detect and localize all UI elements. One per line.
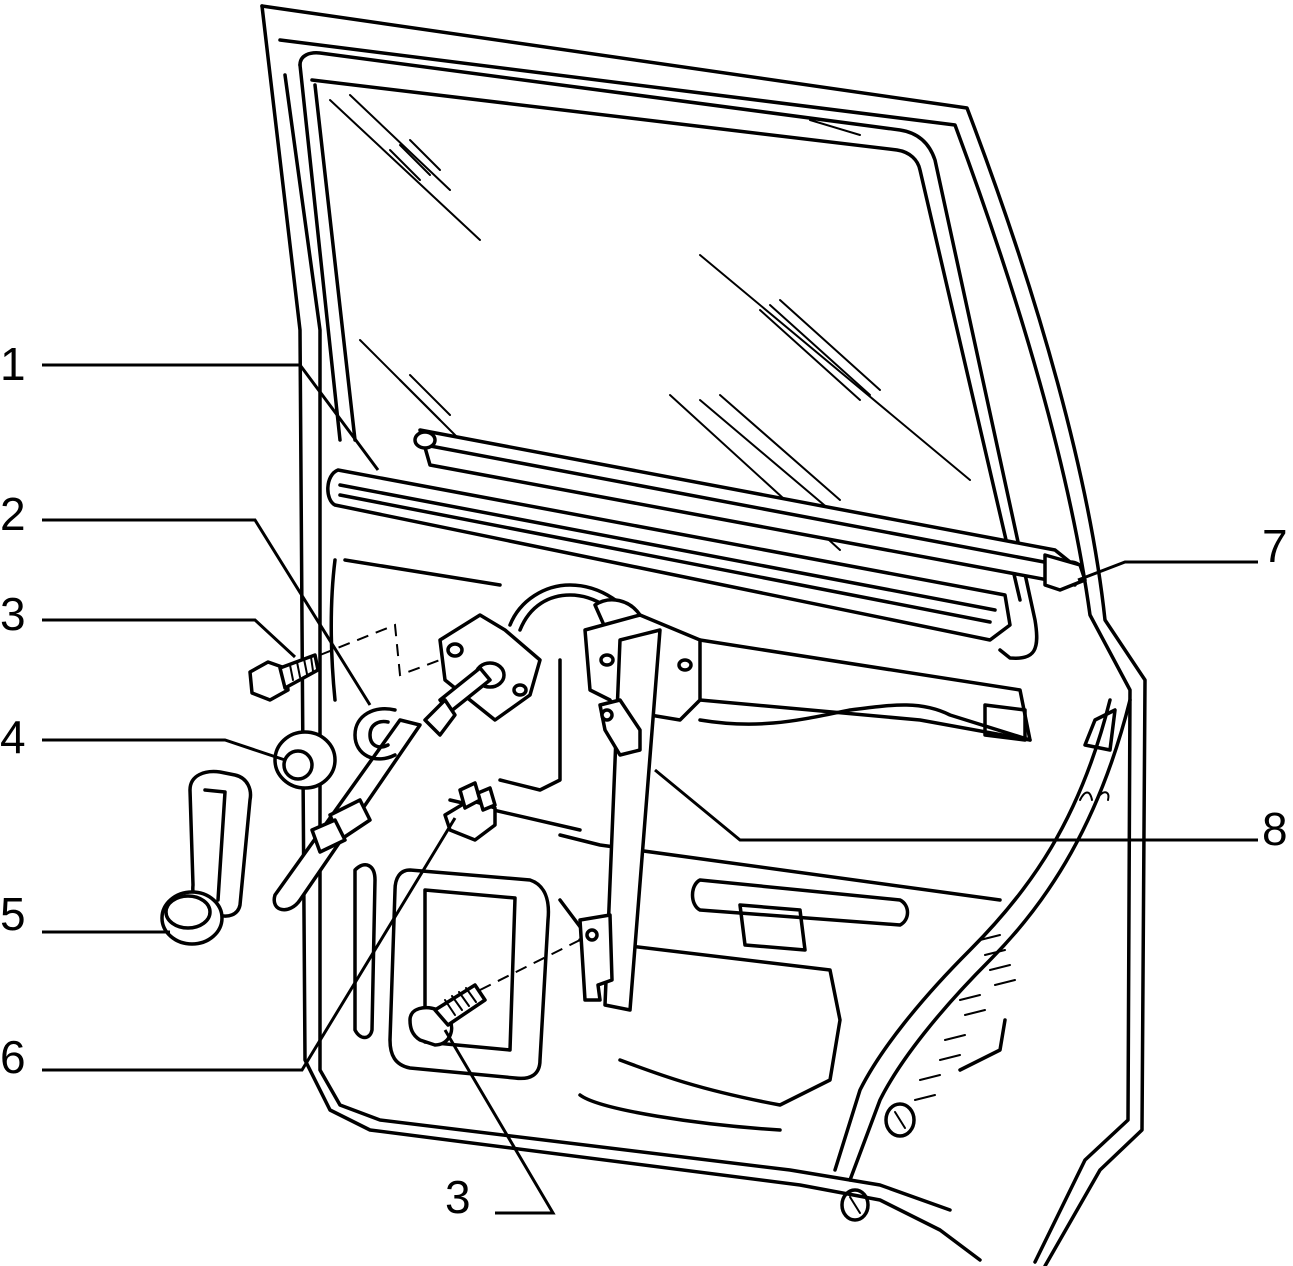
callout-1: 1	[0, 338, 26, 390]
callout-2: 2	[0, 488, 26, 540]
assembly-lines	[319, 623, 581, 991]
leader-1	[42, 363, 380, 471]
regulator-gear-housing	[272, 613, 542, 912]
rail-stop-part-7	[1043, 553, 1087, 592]
leader-2	[42, 518, 372, 706]
callout-3-top: 3	[0, 588, 26, 640]
bolt-part-3-top	[248, 653, 320, 702]
leader-7	[1077, 560, 1258, 582]
regulator-mechanism-part-8	[508, 583, 702, 1012]
callout-6: 6	[0, 1031, 26, 1083]
clip-part-2	[353, 707, 397, 761]
bolt-part-3-bottom	[408, 983, 487, 1047]
callout-4: 4	[0, 711, 26, 763]
leader-3-top	[42, 618, 297, 659]
leader-3-bottom	[443, 1029, 556, 1215]
callout-8: 8	[1262, 803, 1288, 855]
escutcheon-part-4	[273, 730, 337, 790]
window-rail-part-1	[326, 428, 1084, 642]
leader-6	[42, 817, 457, 1072]
callout-7: 7	[1262, 520, 1288, 572]
leader-8	[654, 768, 1258, 842]
door-frame	[260, 4, 1147, 1266]
leader-4	[42, 738, 286, 762]
callout-5: 5	[0, 888, 26, 940]
crank-handle-part-5	[160, 769, 253, 946]
leader-lines	[42, 363, 1258, 1215]
callout-labels: 1 2 3 4 5 6 3 7 8	[0, 338, 1288, 1223]
callout-3-bottom: 3	[445, 1171, 471, 1223]
cable-clip-part-6	[443, 781, 497, 842]
